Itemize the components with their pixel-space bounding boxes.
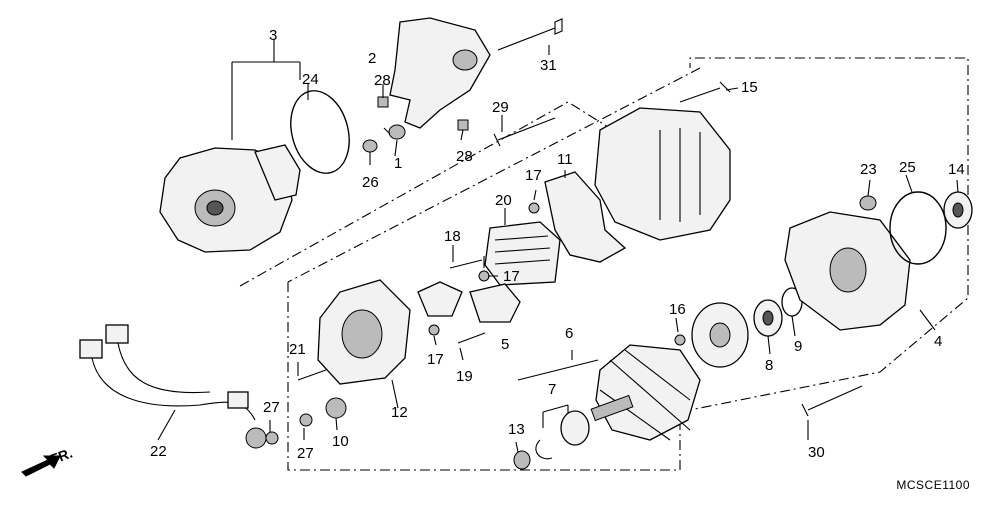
part-label-30: 30 (808, 444, 825, 461)
bracket-part (389, 17, 491, 129)
part-label-21: 21 (289, 341, 306, 358)
screw-17b (478, 270, 490, 282)
part-label-1: 1 (394, 155, 403, 172)
screw-17a (528, 202, 540, 214)
front-direction-arrow-icon (21, 455, 61, 477)
part-label-28a: 28 (374, 72, 391, 89)
part-label-28b: 28 (456, 148, 473, 165)
part-label-19: 19 (456, 368, 473, 385)
assembly-frame-outline (287, 57, 969, 471)
part-label-27b: 27 (297, 445, 314, 462)
part-label-14: 14 (948, 161, 965, 178)
part-label-6: 6 (565, 325, 574, 342)
part-label-29: 29 (492, 99, 509, 116)
part-label-3: 3 (269, 27, 278, 44)
part-label-8: 8 (765, 357, 774, 374)
part-label-7: 7 (548, 381, 557, 398)
alternator-housing (594, 107, 731, 241)
terminal-cover (417, 281, 463, 317)
leader-lines (157, 45, 959, 453)
part-label-17b: 17 (503, 268, 520, 285)
brush-holder-5 (469, 283, 521, 323)
washer-26 (362, 139, 378, 153)
bolt-29 (493, 117, 556, 147)
bolt-30 (801, 385, 863, 417)
group-bracket-6 (517, 350, 599, 381)
part-label-10: 10 (332, 433, 349, 450)
part-label-11: 11 (557, 151, 573, 168)
bracket-hole (452, 49, 478, 71)
wire-harness-22 (79, 324, 267, 449)
diagram-code: MCSCE1100 (896, 478, 970, 492)
screw-19 (457, 332, 486, 344)
screw-17c (428, 324, 440, 336)
upper-frame-line (287, 67, 701, 283)
part-label-13: 13 (508, 421, 525, 438)
part-label-9: 9 (794, 338, 803, 355)
screw-21 (297, 369, 327, 381)
part-label-18: 18 (444, 228, 461, 245)
housing-fins (659, 128, 701, 222)
nut-27a (265, 431, 279, 445)
bolt-31 (497, 18, 563, 51)
part-label-16: 16 (669, 301, 686, 318)
nut-23 (859, 195, 877, 211)
part-label-5: 5 (501, 336, 510, 353)
regulator-20 (484, 221, 561, 286)
part-label-15: 15 (741, 79, 758, 96)
dowel-28b (457, 119, 469, 131)
o-ring-24 (290, 90, 350, 174)
part-label-17c: 17 (427, 351, 444, 368)
part-label-27a: 27 (263, 399, 280, 416)
part-label-22: 22 (150, 443, 167, 460)
screw-16 (674, 334, 686, 346)
grommet-10 (325, 397, 347, 419)
bolt-15 (679, 81, 731, 103)
rotor-frame-line (239, 101, 617, 287)
group-bracket-3 (231, 40, 301, 140)
snap-ring (535, 439, 553, 460)
front-cover-part (159, 144, 301, 253)
rear-cover-recess (341, 309, 383, 359)
part-label-23: 23 (860, 161, 877, 178)
part-label-4: 4 (934, 333, 943, 350)
o-ring-25 (889, 191, 947, 265)
part-label-26: 26 (362, 174, 379, 191)
collar-13 (513, 450, 531, 470)
rectifier-11 (544, 171, 627, 263)
regulator-fins (494, 235, 551, 265)
part-label-31: 31 (540, 57, 557, 74)
part-label-20: 20 (495, 192, 512, 209)
part-label-12: 12 (391, 404, 408, 421)
bearing-7 (560, 410, 590, 446)
part-label-25: 25 (899, 159, 916, 176)
part-label-2: 2 (368, 50, 377, 67)
part-label-17a: 17 (525, 167, 542, 184)
screw-18 (449, 259, 483, 269)
dowel-28a (377, 96, 389, 108)
part-label-24: 24 (302, 71, 319, 88)
rotor-6 (590, 344, 701, 441)
collar-1 (388, 124, 406, 140)
nut-27b (299, 413, 313, 427)
